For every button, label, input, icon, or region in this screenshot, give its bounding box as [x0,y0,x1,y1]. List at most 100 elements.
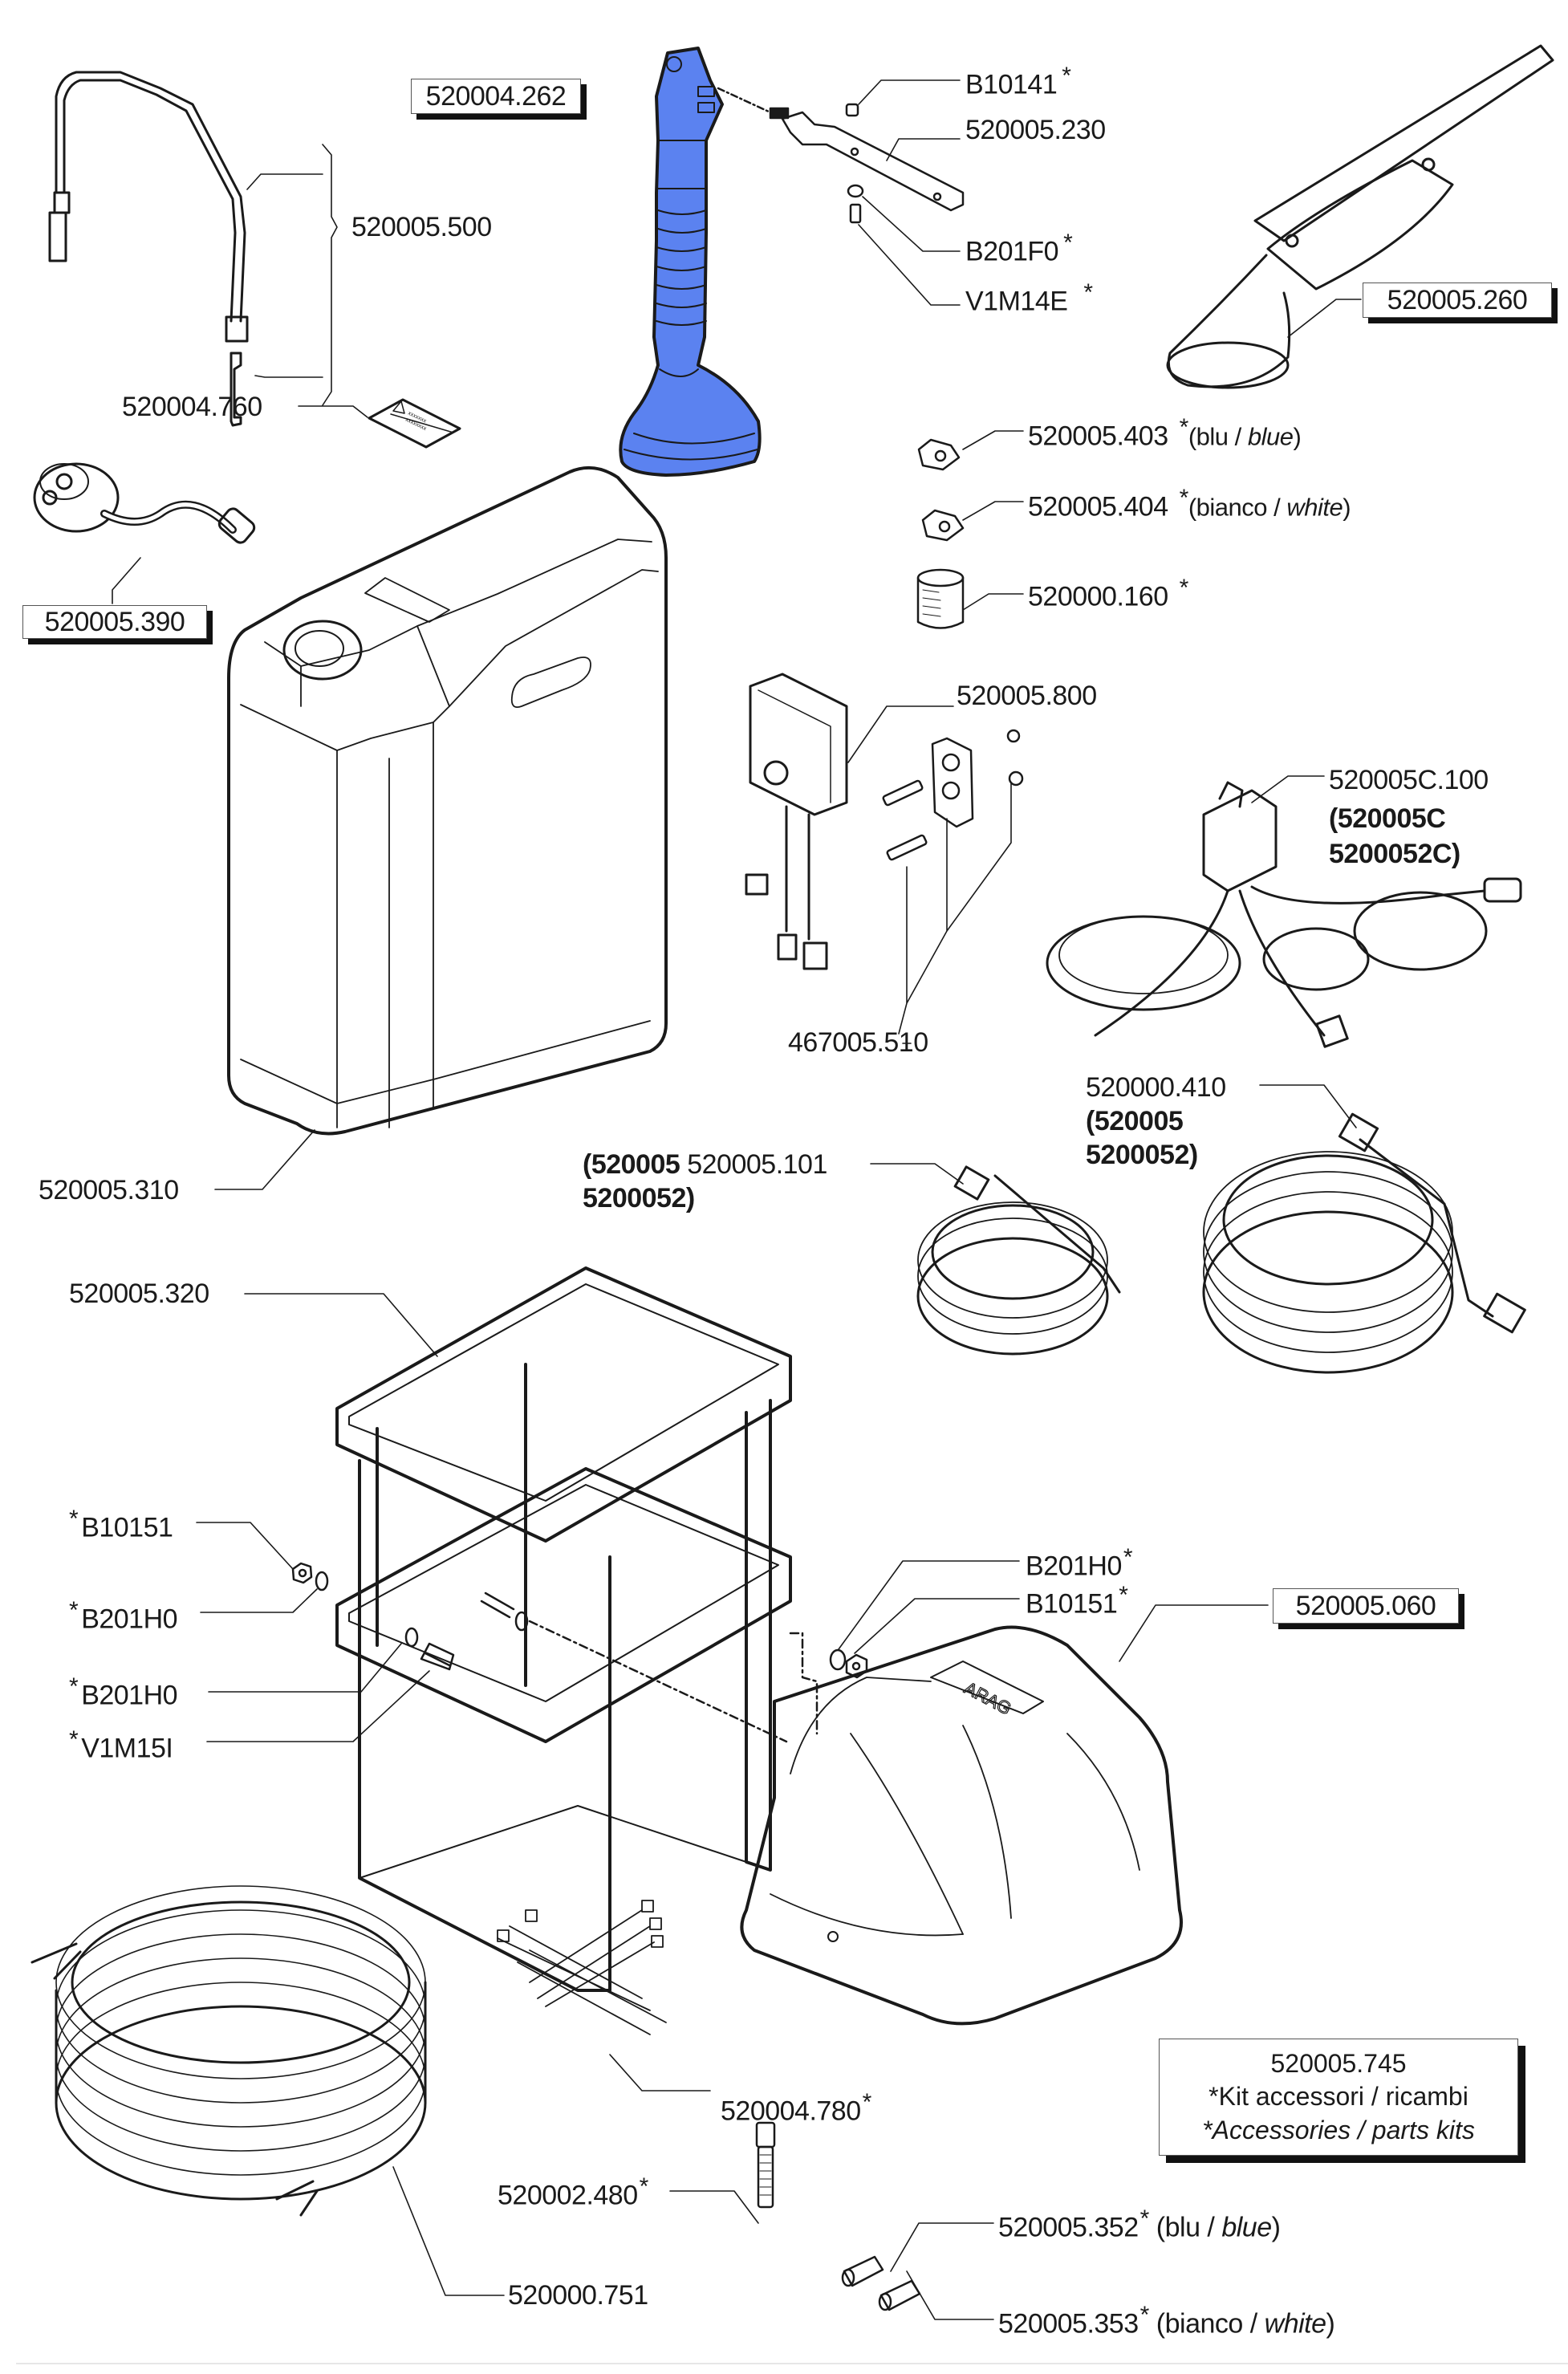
part-code: 467005.510 [788,1027,928,1058]
variant-note-line-1: (520005 [583,1149,680,1180]
color-italian: (blu / [1188,422,1248,451]
harness-410-leader [1259,1084,1357,1128]
sticker-leader [298,405,368,418]
control-panel [745,673,848,970]
part-label-b201h0-left-2[interactable]: *B201H0 [69,1675,178,1711]
part-label-520005-500[interactable]: 520005.500 [351,213,492,241]
part-code: 520005.390 [44,607,185,637]
color-english: white [1264,2308,1326,2339]
tank-frame [335,1266,792,1992]
color-english: blue [1247,422,1294,451]
part-label-467005-510[interactable]: 467005.510 [788,1029,928,1056]
paren-close: ) [1271,2212,1281,2243]
frame-leader [244,1293,438,1357]
fitting-leader [669,2190,759,2224]
elbow-leader [1287,299,1362,338]
kit-asterisk: * [69,1506,79,1532]
pump-cover-leader [1119,1604,1269,1662]
part-label-520005-320[interactable]: 520005.320 [69,1280,209,1307]
variant-note-line-2: 5200052) [1086,1140,1198,1170]
part-label-520004-760[interactable]: 520004.760 [122,393,262,421]
tank-strap [48,71,249,427]
kit-asterisk: * [639,2173,649,2200]
kit-line-italian: *Kit accessori / ricambi [1208,2082,1468,2112]
sensor-leader [112,557,141,604]
kit-code: 520005.745 [1270,2048,1407,2078]
pump-cover: ARAG [740,1625,1183,2026]
part-label-520000-410[interactable]: 520000.410 [1086,1074,1226,1101]
part-code: 520000.160 [1028,581,1168,612]
variant-note-line-1: (520005 [1086,1106,1184,1136]
part-label-b10141[interactable]: B10141* [965,64,1071,99]
part-label-520005-390[interactable]: 520005.390 [22,605,207,639]
part-label-b201h0-right[interactable]: B201H0* [1026,1546,1133,1582]
kit-asterisk: * [1139,2302,1150,2328]
tank-leader [214,1129,315,1190]
part-label-520005-352[interactable]: 520005.352* (blu / blue) [998,2205,1281,2243]
kit-asterisk: * [1119,1582,1128,1608]
left-fastener-leaders [196,1522,430,1742]
kit-asterisk: * [1063,230,1073,256]
nut-blue [917,438,961,471]
paren-close: ) [1343,493,1351,522]
part-label-520000-160[interactable]: 520000.160* [1028,576,1188,612]
part-label-520005-060[interactable]: 520005.060 [1273,1588,1459,1624]
part-code: B10151 [1026,1588,1118,1620]
level-sensor [33,462,256,544]
kit-asterisk: * [1179,414,1189,441]
part-code: B10151 [81,1512,173,1543]
part-label-520005-101[interactable]: (520005 520005.101 [583,1151,827,1178]
kit-line-english: *Accessories / parts kits [1202,2115,1475,2144]
part-label-v1m15i[interactable]: *V1M15I [69,1728,173,1762]
right-fastener-leaders [838,1560,1020,1654]
outlet-elbow-hose [1166,44,1554,389]
mounting-bracket [769,103,965,224]
part-label-520000-751[interactable]: 520000.751 [508,2282,648,2309]
part-label-520005-353[interactable]: 520005.353* (bianco / white) [998,2302,1335,2339]
part-code: 520005.500 [351,212,492,242]
part-label-520005c-100[interactable]: 520005C.100 [1329,766,1489,794]
variant-note-line-2: 5200052C) [1329,839,1460,869]
part-label-520005-260[interactable]: 520005.260 [1363,283,1552,318]
coil-leader [392,2166,505,2296]
variant-note-line-2: 5200052) [583,1183,695,1213]
part-code: 520004.262 [425,81,567,112]
color-italian: (blu / [1156,2212,1222,2243]
coupling-white [878,2279,921,2311]
relay-leader [1251,775,1325,803]
part-label-520004-262[interactable]: 520004.262 [411,79,581,114]
part-code: 520005.353 [998,2308,1139,2339]
part-code: 520005.310 [39,1175,179,1205]
coupling-blue [841,2255,884,2287]
frame-fasteners-left [291,1562,529,1671]
part-label-b10151-right[interactable]: B10151* [1026,1582,1128,1620]
part-label-520004-780[interactable]: 520004.780* [721,2091,871,2125]
part-label-520005-310[interactable]: 520005.310 [39,1177,179,1204]
strap-leader [246,144,338,406]
part-code: 520005.230 [965,115,1106,145]
part-code: 520005.800 [957,681,1097,711]
kit-asterisk: * [1139,2205,1150,2232]
cable-coil-large [1202,1112,1526,1374]
part-label-520005-230[interactable]: 520005.230 [965,116,1106,144]
color-english: blue [1221,2212,1272,2243]
part-code: B201H0 [1026,1551,1122,1582]
cable-coil-small [916,1165,1121,1356]
part-code: 520005.260 [1387,285,1528,315]
part-label-b201f0[interactable]: B201F0* [965,230,1073,266]
color-english: white [1286,493,1343,522]
threaded-fitting [755,2121,776,2209]
part-code: 520005.060 [1295,1591,1436,1621]
part-label-520005-403[interactable]: 520005.403*(blu / blue) [1028,414,1302,451]
color-italian: (bianco / [1188,493,1287,522]
cable-ties [497,1900,667,2035]
kit-asterisk: * [1083,279,1093,306]
part-label-v1m14e[interactable]: V1M14E* [965,281,1093,315]
part-code: 520002.480 [498,2180,638,2211]
part-label-b201h0-left-1[interactable]: *B201H0 [69,1599,178,1633]
part-label-520005-404[interactable]: 520005.404*(bianco / white) [1028,486,1351,522]
part-label-520005-800[interactable]: 520005.800 [957,682,1097,709]
part-label-520002-480[interactable]: 520002.480* [498,2175,648,2209]
part-code: B201H0 [81,1680,178,1711]
part-label-b10151-left[interactable]: *B10151 [69,1506,173,1543]
